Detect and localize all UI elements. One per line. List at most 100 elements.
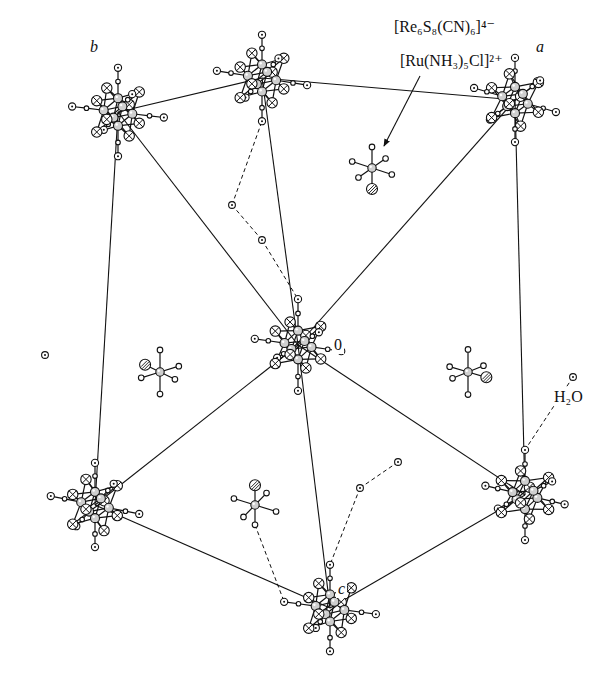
atom bbox=[524, 514, 534, 524]
atom bbox=[96, 494, 105, 503]
atom bbox=[523, 462, 528, 467]
atom bbox=[465, 347, 471, 353]
atom bbox=[259, 237, 266, 244]
atom bbox=[511, 109, 520, 118]
atom bbox=[326, 648, 333, 655]
atom bbox=[114, 94, 123, 103]
atom bbox=[511, 139, 518, 146]
atom bbox=[157, 391, 163, 397]
atom bbox=[498, 92, 507, 101]
atom bbox=[92, 96, 102, 106]
atom bbox=[336, 627, 346, 637]
atom bbox=[270, 326, 280, 336]
atom bbox=[518, 89, 527, 98]
cell-edge bbox=[298, 100, 515, 345]
ru-complex bbox=[231, 480, 279, 528]
atom bbox=[447, 364, 453, 370]
atom bbox=[118, 102, 127, 111]
atom bbox=[128, 109, 137, 118]
atom bbox=[294, 387, 301, 394]
atom bbox=[134, 118, 144, 128]
atom bbox=[229, 71, 234, 76]
atom bbox=[99, 106, 108, 115]
atom bbox=[263, 67, 272, 76]
atom bbox=[62, 497, 67, 502]
atom bbox=[281, 598, 288, 605]
cell-edge bbox=[330, 495, 525, 608]
atom bbox=[301, 363, 311, 373]
atom bbox=[496, 475, 506, 485]
atom bbox=[258, 87, 267, 96]
cell-edge bbox=[515, 100, 525, 495]
hydrogen-bond bbox=[232, 121, 262, 205]
atom bbox=[267, 98, 277, 108]
atom bbox=[275, 55, 282, 62]
re6-cluster bbox=[69, 64, 168, 160]
re6-cluster bbox=[482, 446, 568, 543]
atom bbox=[369, 144, 375, 150]
atom bbox=[541, 483, 546, 488]
atom bbox=[326, 561, 333, 568]
atom bbox=[231, 496, 237, 502]
atom bbox=[104, 503, 113, 512]
atom bbox=[229, 202, 236, 209]
atom bbox=[251, 335, 258, 342]
atom bbox=[513, 127, 518, 132]
atom bbox=[346, 613, 356, 623]
hydrogen-bond bbox=[330, 488, 360, 565]
atom bbox=[160, 114, 167, 121]
atom bbox=[294, 326, 303, 335]
atom bbox=[328, 576, 333, 581]
atom bbox=[123, 509, 128, 514]
atom bbox=[316, 354, 326, 364]
atom bbox=[549, 478, 556, 485]
atom bbox=[250, 480, 261, 491]
species-label: H₂O bbox=[552, 388, 585, 406]
hydrogen-bond bbox=[360, 462, 398, 488]
atom bbox=[93, 532, 98, 537]
re6-cluster bbox=[213, 31, 310, 125]
atom bbox=[91, 544, 98, 551]
leader-arrow bbox=[384, 76, 420, 146]
atom bbox=[273, 509, 279, 515]
atom bbox=[485, 89, 490, 94]
atom bbox=[102, 114, 112, 124]
atom bbox=[106, 488, 111, 493]
atom bbox=[450, 375, 456, 381]
atom bbox=[300, 337, 309, 346]
atom bbox=[247, 48, 257, 58]
atom bbox=[304, 623, 314, 633]
atom bbox=[486, 112, 496, 122]
atom bbox=[124, 131, 134, 141]
atom bbox=[310, 334, 315, 339]
atom bbox=[552, 108, 559, 115]
atom bbox=[511, 82, 520, 91]
atom bbox=[258, 31, 265, 38]
atom bbox=[389, 172, 395, 178]
atom bbox=[536, 77, 543, 84]
atom bbox=[357, 485, 364, 492]
atom bbox=[285, 349, 295, 359]
atom bbox=[247, 79, 257, 89]
atom bbox=[570, 374, 577, 381]
atom bbox=[260, 105, 265, 110]
cell-edge bbox=[298, 345, 330, 608]
atom bbox=[42, 352, 49, 359]
atom bbox=[326, 617, 335, 626]
atom bbox=[504, 69, 514, 79]
atom bbox=[318, 619, 323, 624]
atom bbox=[68, 519, 78, 529]
atom bbox=[294, 296, 301, 303]
hydrogen-bond bbox=[255, 525, 284, 602]
atom bbox=[102, 83, 112, 93]
atom bbox=[495, 486, 500, 491]
atom bbox=[496, 507, 506, 517]
molecules bbox=[42, 31, 577, 655]
cell-edge bbox=[118, 112, 298, 345]
atom bbox=[116, 140, 121, 145]
atom bbox=[296, 601, 301, 606]
hydrogen-bonds bbox=[232, 121, 573, 602]
ru-complex bbox=[447, 347, 492, 398]
